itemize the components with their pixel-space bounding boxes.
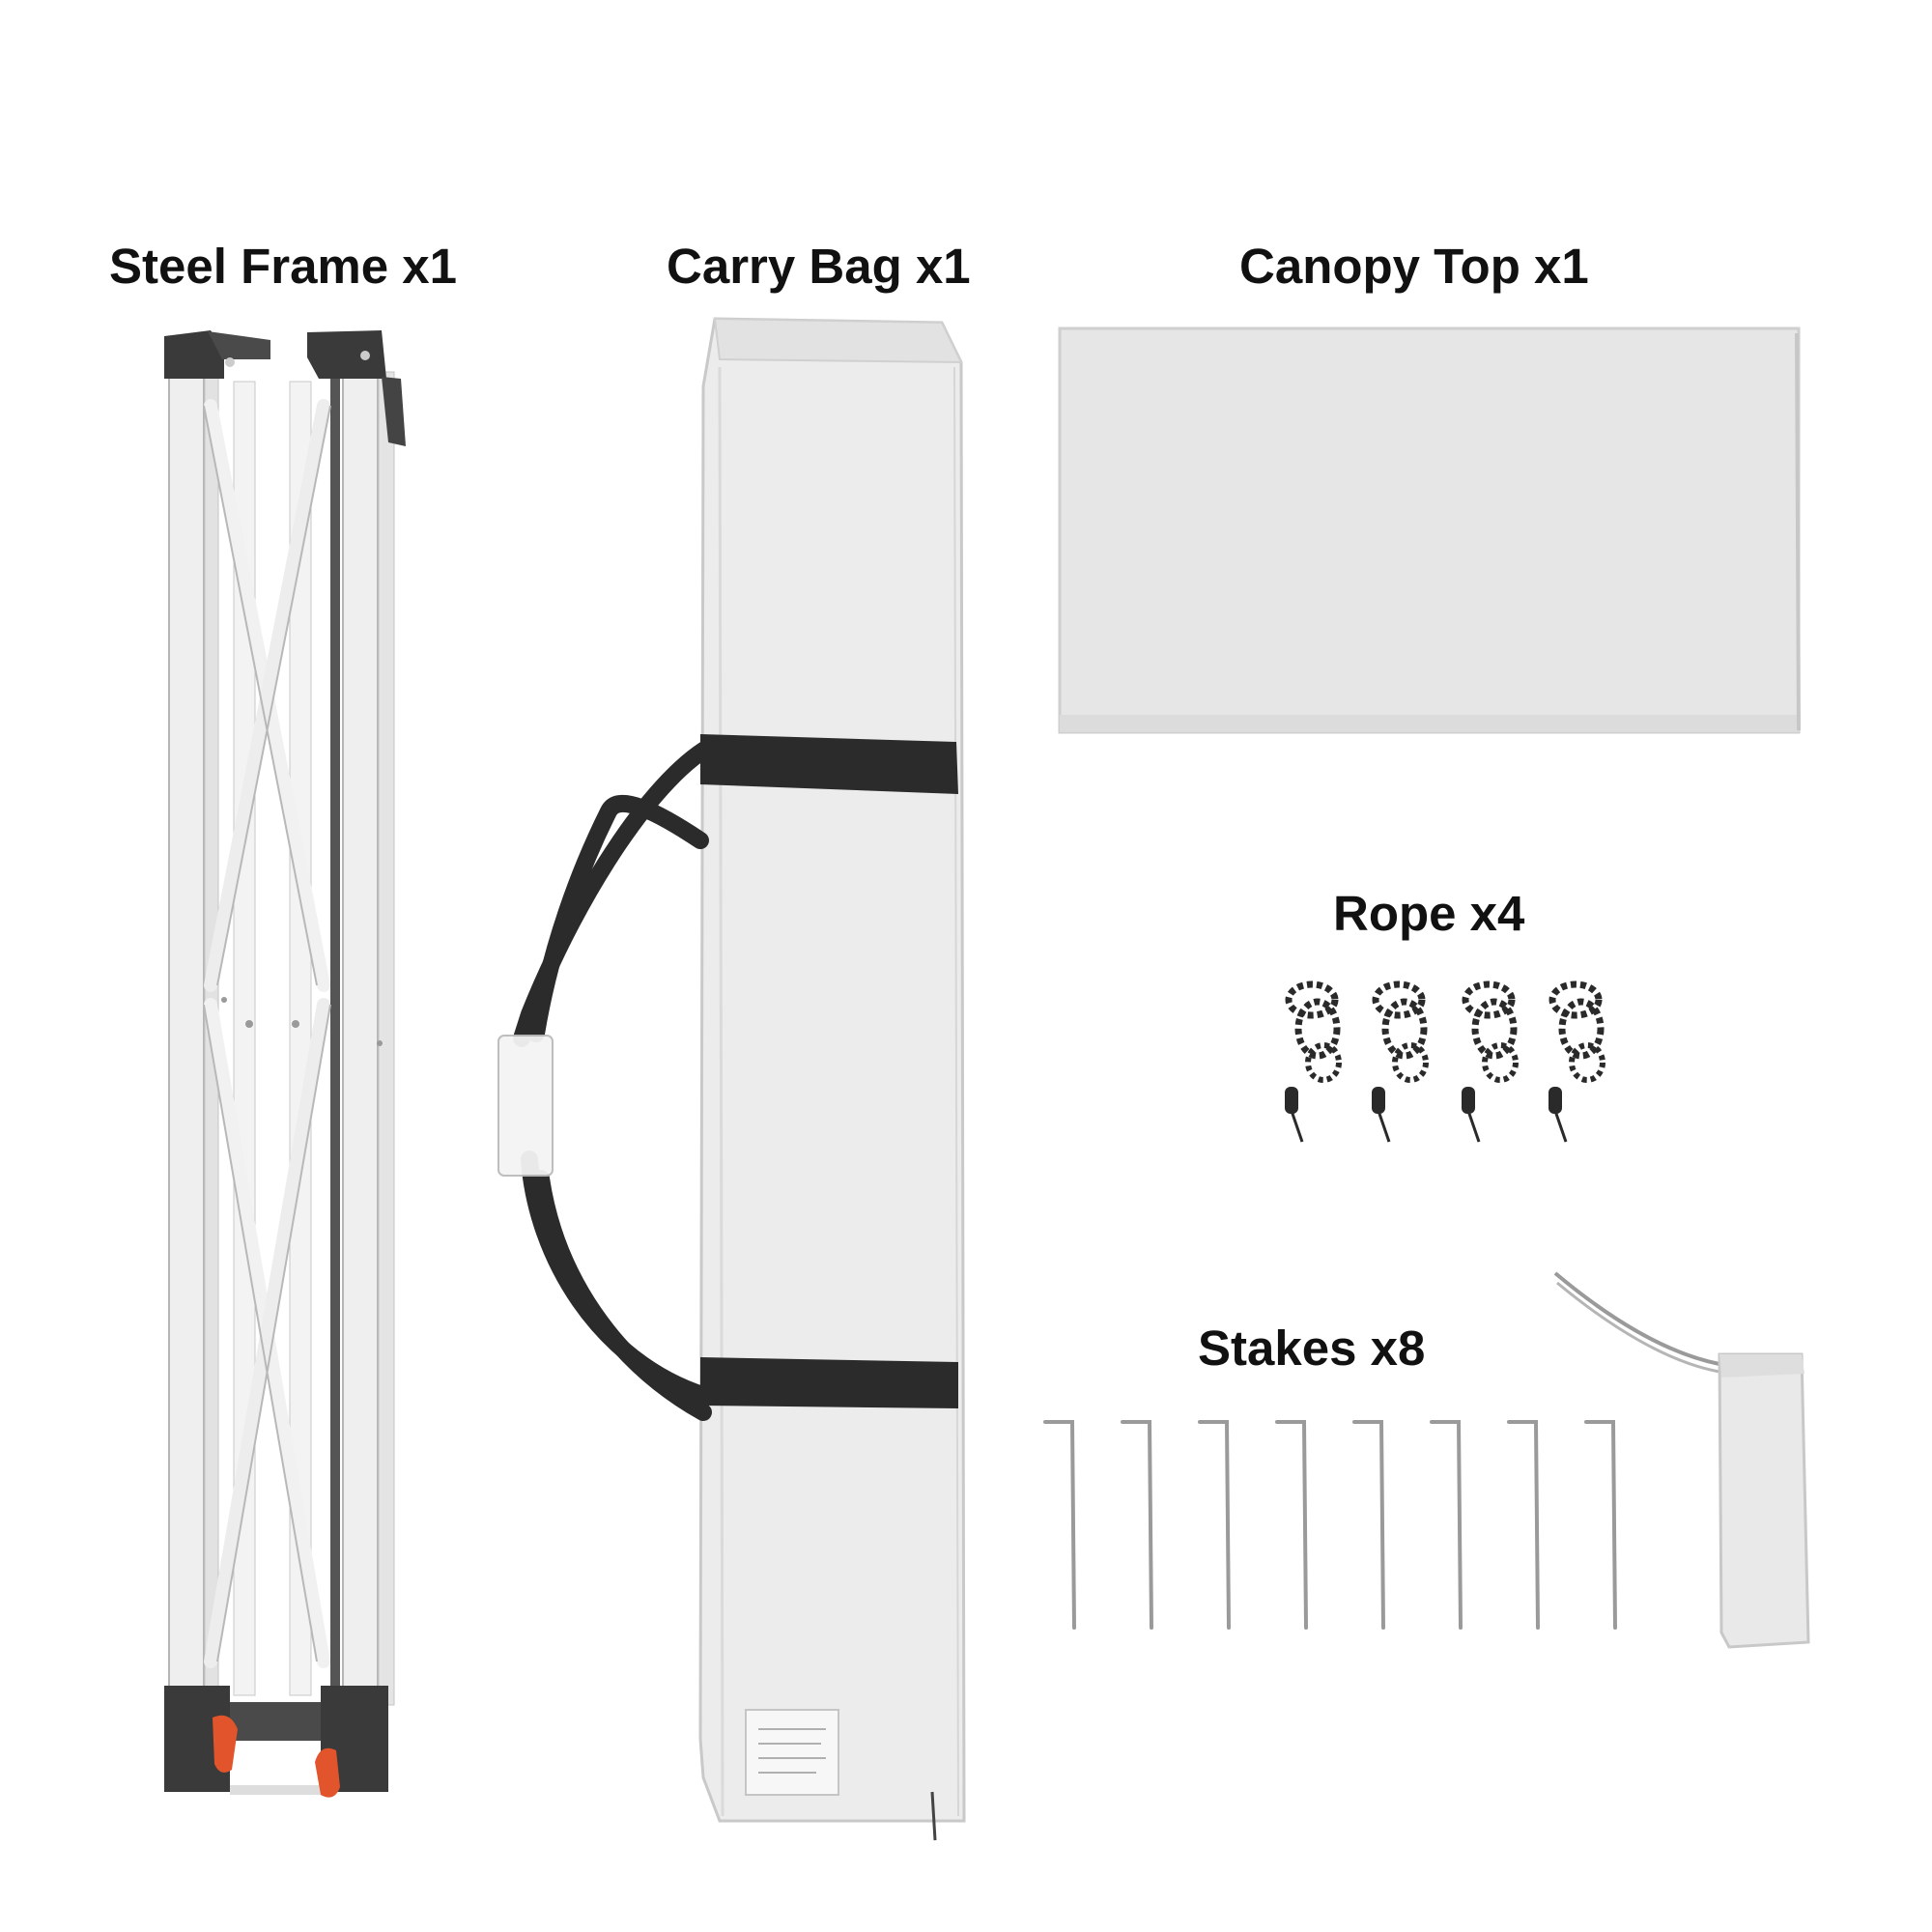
bag-handle [513,735,724,1421]
stakes-group [1043,1420,1617,1630]
stake-icon [1507,1420,1540,1630]
rope-coil-icon [1548,980,1605,1143]
rope-coil-icon [1372,980,1429,1143]
bag-strap [700,734,958,794]
frame-pole [378,371,395,1706]
rope-coil-icon [1462,980,1519,1143]
bag-strap [700,1357,958,1408]
bag-seam [953,366,959,1817]
canopy-fabric [1058,327,1801,734]
stake-icon [1584,1420,1617,1630]
rope-coil-icon [1285,980,1342,1143]
scissor-struts [204,399,330,1668]
rope-label: Rope x4 [1333,886,1525,941]
bag-top-fold [713,317,963,364]
frame-bolts [221,997,383,1046]
canopy-top-label: Canopy Top x1 [1239,239,1589,294]
stake-icon [1198,1420,1231,1630]
ropes-group [1285,980,1605,1143]
steel-frame-image [164,330,406,1798]
scissor-struts-outline [203,405,331,1662]
stakes-label: Stakes x8 [1198,1321,1426,1376]
frame-pole [342,361,379,1711]
stake-icon [1043,1420,1076,1630]
steel-frame-label: Steel Frame x1 [109,239,458,294]
stake-icon [1352,1420,1385,1630]
stake-icon [1430,1420,1463,1630]
frame-bottom-joint [164,1686,388,1795]
stake-icon [1121,1420,1153,1630]
stake-icon [1275,1420,1308,1630]
stake-pouch-image [1553,1271,1810,1649]
frame-pole [233,381,256,1696]
pouch-body [1718,1352,1810,1649]
bag-handle-grip [497,1035,554,1177]
frame-top-joint [164,330,406,446]
frame-pole [168,361,205,1711]
carry-bag-label: Carry Bag x1 [667,239,971,294]
frame-lever-icon [213,1715,340,1798]
bag-seam [718,366,724,1817]
bag-care-tag [745,1709,839,1796]
bag-body [698,317,966,1823]
frame-pole [330,372,340,1695]
canopy-top-image [1058,327,1801,734]
carry-bag-image [497,317,966,1841]
